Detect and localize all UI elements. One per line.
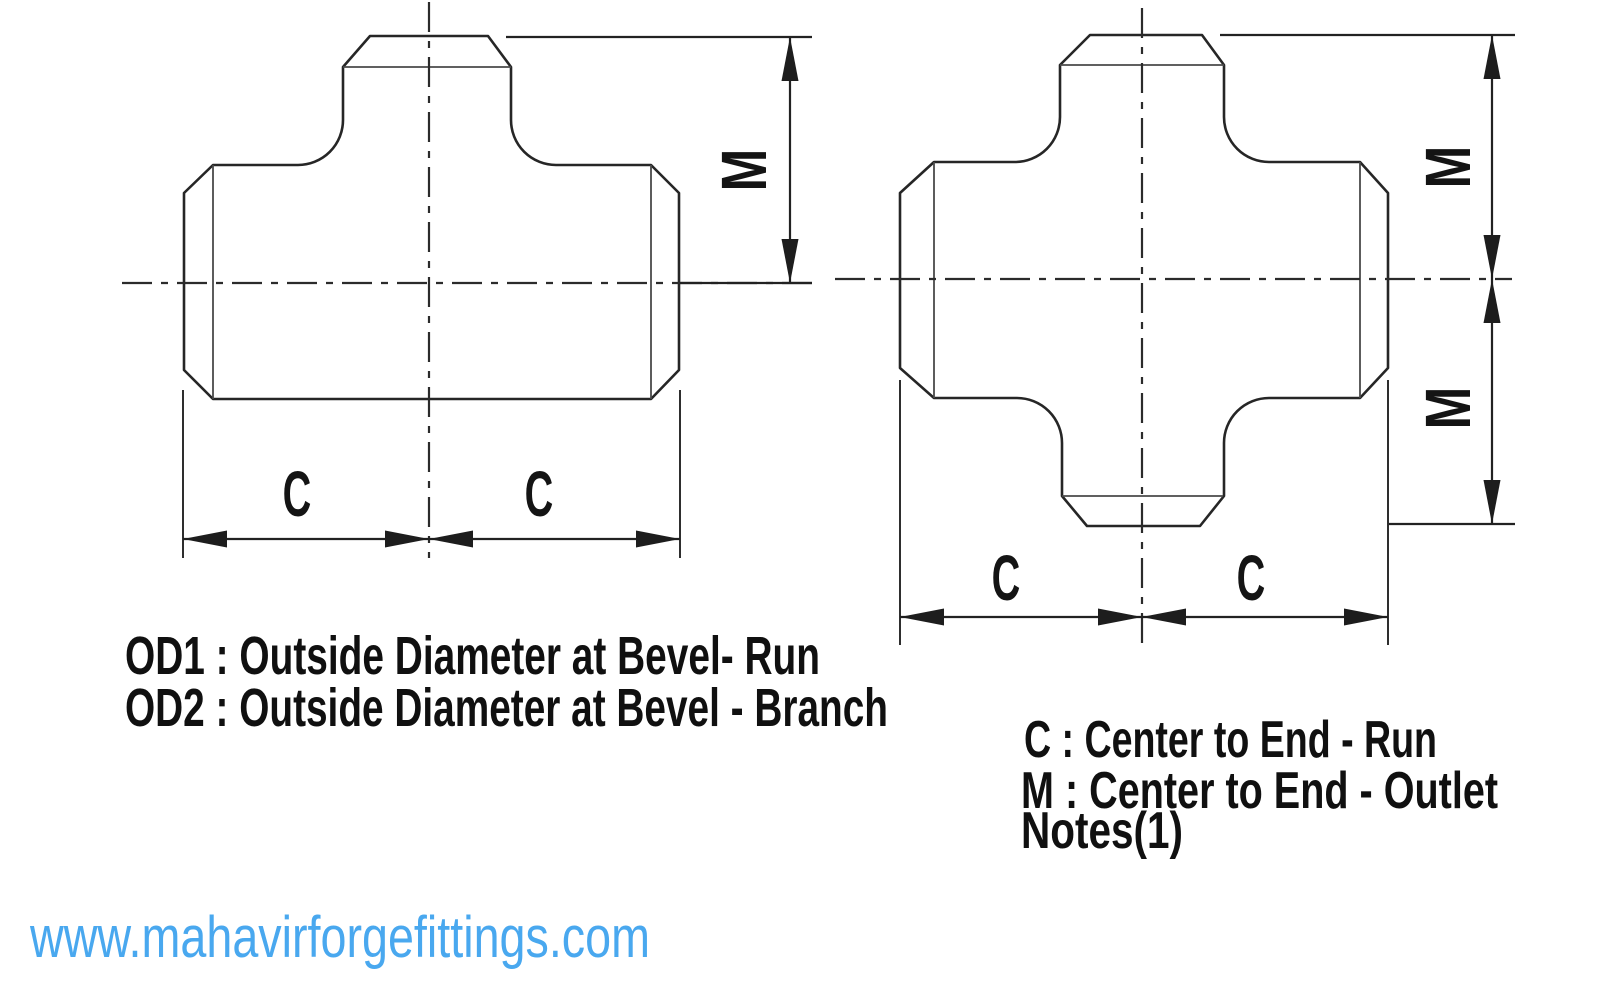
- tee-dim-c-arrow-center-right: [385, 530, 429, 548]
- tee-dim-c-right-label: C: [525, 460, 554, 531]
- cross-drawing: M M C C: [835, 8, 1515, 645]
- legend-left-block: OD1 : Outside Diameter at Bevel- Run OD2…: [125, 626, 888, 738]
- cross-dim-c-arrow-center-left: [1142, 608, 1186, 626]
- cross-dim-c-arrow-center-right: [1098, 608, 1142, 626]
- tee-outline: [182, 34, 681, 401]
- tee-dim-m: M: [506, 35, 812, 285]
- cross-dim-c-right-label: C: [1237, 544, 1266, 615]
- cross-dim-c-left-label: C: [992, 544, 1021, 615]
- tee-dim-c-arrow-center-left: [429, 530, 473, 548]
- legend-notes: Notes(1): [1021, 802, 1183, 860]
- cross-dim-m-top-label: M: [1414, 146, 1485, 189]
- cross-dim-c-arrow-left: [900, 608, 944, 626]
- cross-outline: [898, 33, 1390, 528]
- cross-dim-m-bottom-label: M: [1414, 387, 1485, 430]
- tee-drawing: M C C: [122, 2, 812, 558]
- cross-dim-m-bottom-arrow-down: [1483, 480, 1501, 524]
- legend-c: C : Center to End - Run: [1024, 711, 1437, 769]
- tee-dim-m-arrow-down: [781, 239, 799, 283]
- footer-website-url: www.mahavirforgefittings.com: [29, 905, 650, 970]
- cross-dim-m-bottom-arrow-up: [1483, 279, 1501, 323]
- tee-dim-m-label: M: [710, 149, 781, 192]
- tee-dim-c: C C: [182, 390, 681, 558]
- cross-dim-m-top-arrow-down: [1483, 235, 1501, 279]
- cross-dim-m-bottom: M: [1387, 279, 1515, 526]
- cross-dim-c-arrow-right: [1344, 608, 1388, 626]
- legend-right-block: C : Center to End - Run M : Center to En…: [1021, 711, 1498, 860]
- cross-dim-c: C C: [899, 380, 1389, 645]
- tee-dim-c-left-label: C: [283, 460, 312, 531]
- tee-dim-c-arrow-right: [636, 530, 680, 548]
- tee-dim-c-arrow-left: [183, 530, 227, 548]
- legend-od2: OD2 : Outside Diameter at Bevel - Branch: [125, 678, 888, 738]
- cross-dim-m-top: M: [1220, 33, 1515, 279]
- cross-dim-m-top-arrow-up: [1483, 35, 1501, 79]
- tee-dim-m-arrow-up: [781, 37, 799, 81]
- legend-od1: OD1 : Outside Diameter at Bevel- Run: [125, 626, 820, 686]
- legend-m: M : Center to End - Outlet: [1021, 762, 1498, 820]
